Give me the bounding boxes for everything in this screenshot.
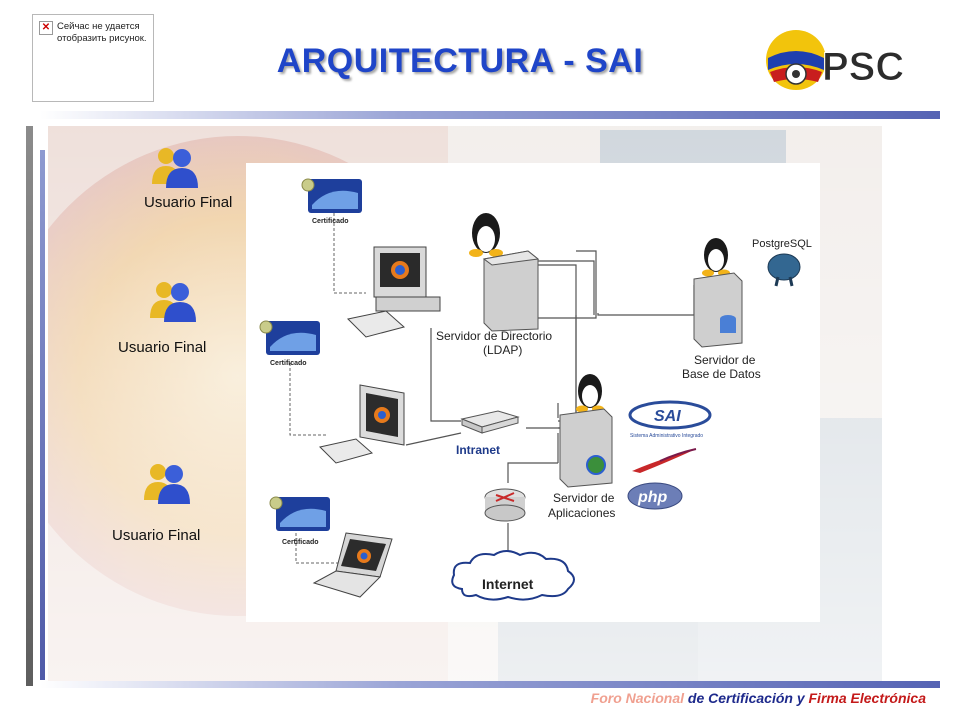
user-group-icon bbox=[152, 148, 198, 188]
router-icon bbox=[484, 488, 526, 522]
db-server-label-line1: Servidor de bbox=[694, 353, 756, 367]
bottom-divider bbox=[40, 681, 940, 688]
footer-part2: de Certificación y bbox=[684, 690, 809, 706]
certificate-label-3: Certificado bbox=[282, 539, 319, 546]
user-label-2: Usuario Final bbox=[118, 339, 207, 356]
certificate-icon bbox=[259, 320, 320, 355]
architecture-diagram: Certificado Certificado Certificado bbox=[246, 163, 820, 622]
php-logo: php bbox=[627, 482, 683, 510]
footer: Foro Nacional de Certificación y Firma E… bbox=[591, 690, 926, 706]
application-server-icon bbox=[559, 374, 613, 488]
intranet-label: Intranet bbox=[456, 443, 501, 457]
footer-part3: Firma Electrónica bbox=[808, 690, 927, 706]
broken-image-placeholder: ✕ Сейчас не удается отобразить рисунок. bbox=[32, 14, 154, 102]
ldap-server-label-line1: Servidor de Directorio bbox=[436, 329, 553, 343]
top-divider bbox=[40, 111, 940, 119]
page-title: ARQUITECTURA - SAI bbox=[276, 42, 644, 80]
certificate-label-2: Certificado bbox=[270, 360, 307, 367]
user-group-icon bbox=[150, 282, 196, 322]
database-server-icon bbox=[693, 238, 743, 348]
db-server-label-line2: Base de Datos bbox=[682, 367, 761, 381]
postgresql-label: PostgreSQL bbox=[752, 238, 812, 250]
certificate-label-1: Certificado bbox=[312, 218, 349, 225]
apache-feather-icon bbox=[632, 448, 697, 473]
user-label-1: Usuario Final bbox=[144, 194, 233, 211]
app-server-label-line2: Aplicaciones bbox=[548, 506, 616, 520]
sai-logo-text: SAI bbox=[654, 408, 681, 425]
certificate-icon bbox=[301, 178, 362, 213]
postgresql-elephant-icon bbox=[767, 253, 801, 287]
sai-logo: SAI Sistema Administrativo Integrado bbox=[628, 400, 712, 439]
internet-cloud-icon bbox=[451, 550, 575, 601]
sai-logo-subtitle: Sistema Administrativo Integrado bbox=[630, 433, 703, 439]
desktop-computer-icon bbox=[346, 246, 441, 338]
broken-image-icon: ✕ bbox=[39, 21, 53, 35]
left-accent-bar-inner bbox=[40, 150, 45, 680]
psc-logo-text: PSC bbox=[822, 45, 904, 89]
app-server-label-line1: Servidor de bbox=[553, 491, 615, 505]
psc-logo: PSC bbox=[766, 30, 905, 90]
desktop-computer-icon bbox=[319, 384, 405, 464]
internet-label: Internet bbox=[482, 576, 534, 592]
laptop-icon bbox=[312, 532, 393, 598]
footer-part1: Foro Nacional bbox=[590, 690, 685, 706]
user-label-3: Usuario Final bbox=[112, 527, 201, 544]
ldap-server-label-line2: (LDAP) bbox=[483, 343, 523, 357]
left-accent-bar bbox=[26, 126, 33, 686]
certificate-icon bbox=[269, 496, 330, 531]
php-logo-text: php bbox=[637, 489, 668, 506]
user-group-icon bbox=[144, 464, 190, 504]
ldap-server-icon bbox=[469, 213, 540, 332]
network-switch-icon bbox=[460, 410, 520, 434]
broken-image-text: Сейчас не удается отобразить рисунок. bbox=[57, 21, 147, 44]
